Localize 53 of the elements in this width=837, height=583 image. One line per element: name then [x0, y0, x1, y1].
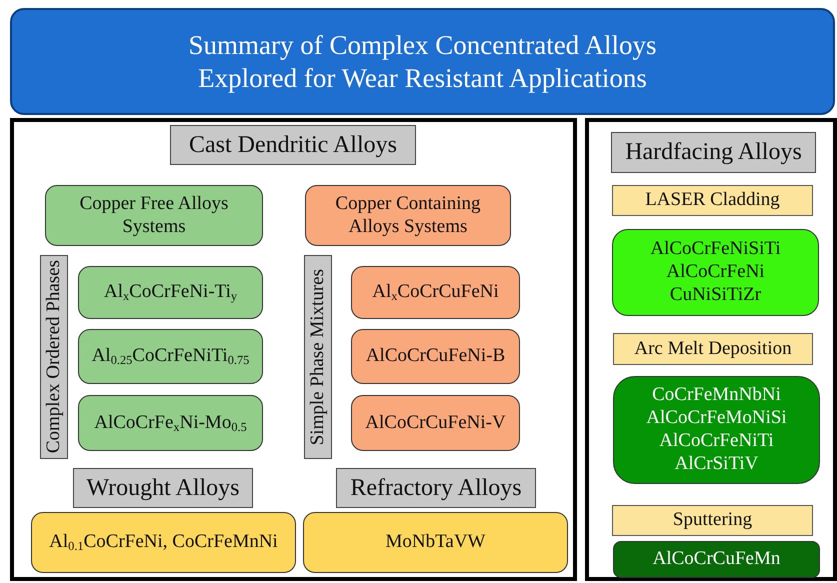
box-label: Refractory Alloys	[350, 474, 522, 502]
box-label: CoCrFeMnNbNi	[651, 384, 782, 408]
alloy-box	[613, 541, 820, 578]
panel-frame	[585, 118, 837, 581]
heading-box	[170, 125, 416, 165]
process-box	[612, 505, 813, 536]
alloy-box	[351, 395, 520, 451]
alloy-box	[303, 512, 568, 573]
box-label: CuNiSiTiZr	[668, 284, 762, 307]
box-label: Wrought Alloys	[86, 474, 240, 502]
box-label: AlCrSiTiV	[674, 452, 760, 476]
alloy-box	[45, 185, 263, 246]
panel-frame	[10, 118, 577, 581]
box-label: Simple Phase Mixtures	[306, 268, 329, 446]
box-label: Hardfacing Alloys	[625, 138, 802, 167]
category-box	[304, 255, 332, 459]
alloy-box	[613, 376, 820, 484]
alloy-box	[351, 266, 520, 319]
box-label: Al$_{x}$CoCrFeNi-Ti$_{y}$	[102, 281, 238, 304]
box-label: Sputtering	[672, 509, 754, 532]
title-text: Summary of Complex Concentrated Alloys Explored for Wear Resistant Applications	[188, 29, 658, 94]
box-label: MoNbTaVW	[384, 531, 486, 554]
process-box	[612, 185, 813, 216]
heading-box	[611, 132, 816, 173]
box-label: AlCoCrCuFeNi-B	[364, 345, 506, 368]
title-banner	[10, 8, 835, 115]
alloy-box	[305, 185, 511, 246]
alloy-box	[78, 266, 263, 319]
box-label: Cast Dendritic Alloys	[189, 130, 397, 160]
box-label: Copper Free Alloys Systems	[78, 192, 230, 238]
box-label: AlCoCrFeNiTi	[658, 430, 775, 453]
process-box	[613, 333, 813, 365]
box-label: AlCoCrFe$_{x}$Ni-Mo$_{0.5}$	[93, 412, 248, 434]
box-label: AlCoCrCuFeMn	[652, 548, 782, 571]
heading-box	[336, 468, 536, 508]
alloy-box	[31, 512, 296, 573]
category-box	[40, 255, 68, 459]
box-label: Copper Containing Alloys Systems	[334, 192, 482, 238]
alloy-box	[78, 395, 263, 451]
box-label: AlCoCrCuFeNi-V	[364, 412, 507, 434]
box-label: Al$_{0.25}$CoCrFeNiTi$_{0.75}$	[90, 345, 250, 368]
box-label: Complex Ordered Phases	[42, 260, 65, 454]
alloy-box	[612, 229, 819, 316]
heading-box	[73, 468, 253, 508]
box-label: Al$_{x}$CoCrCuFeNi	[371, 281, 500, 304]
box-label: AlCoCrFeNiSiTi	[649, 238, 782, 262]
box-label: AlCoCrFeMoNiSi	[645, 407, 788, 430]
alloy-box	[351, 329, 520, 384]
box-label: AlCoCrFeNi	[665, 261, 766, 284]
box-label: Arc Melt Deposition	[633, 338, 793, 360]
box-label: LASER Cladding	[644, 189, 781, 212]
alloy-box	[78, 329, 263, 384]
box-label: Al$_{0.1}$CoCrFeNi, CoCrFeMnNi	[48, 531, 279, 554]
